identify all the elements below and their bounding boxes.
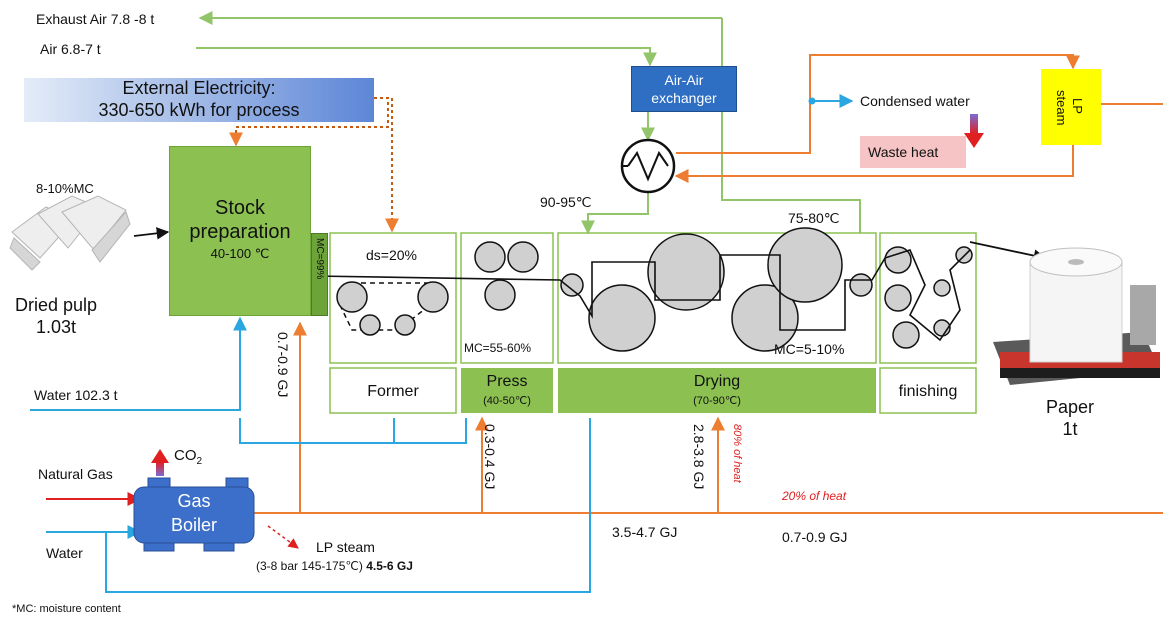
stock-prep-title-2: preparation bbox=[189, 221, 291, 243]
boiler-lp-detail-label: (3-8 bar 145-175℃) 4.5-6 GJ bbox=[256, 560, 413, 572]
press-energy-label: 0.3-0.4 GJ bbox=[482, 424, 498, 490]
paper-name-line2: 1t bbox=[1062, 419, 1078, 439]
condensate-tap-dot bbox=[808, 97, 816, 105]
co2-label: CO2 bbox=[174, 448, 202, 467]
heat-80-label: 80% of heat bbox=[731, 424, 743, 483]
stock-prep-temp: 40-100 ℃ bbox=[210, 246, 270, 261]
drying-label: Drying bbox=[693, 373, 741, 390]
exchanger-line2: exchanger bbox=[651, 90, 717, 106]
former-label: Former bbox=[367, 383, 419, 400]
paper-web-line bbox=[313, 249, 971, 342]
electricity-banner bbox=[24, 78, 374, 122]
temp-90-95: 90-95℃ bbox=[540, 194, 592, 210]
lp-steam-box-line1: LP bbox=[1070, 98, 1085, 114]
water-lines bbox=[30, 94, 854, 593]
natural-gas-label: Natural Gas bbox=[38, 466, 113, 482]
gas-boiler-icon bbox=[133, 477, 255, 552]
waste-heat-box bbox=[860, 136, 966, 168]
press-label-box bbox=[461, 368, 553, 413]
steam-lines bbox=[250, 54, 1163, 514]
paper-roll-icon bbox=[993, 247, 1160, 385]
drying-energy-label: 2.8-3.8 GJ bbox=[691, 424, 707, 490]
temp-75-80: 75-80℃ bbox=[788, 210, 840, 226]
air-in-label: Air 6.8-7 t bbox=[40, 41, 101, 57]
pulp-name-line2: 1.03t bbox=[35, 317, 77, 337]
exhaust-air-label: Exhaust Air 7.8 -8 t bbox=[36, 11, 155, 27]
boiler-line2: Boiler bbox=[170, 515, 218, 535]
waste-heat-label: Waste heat bbox=[868, 144, 939, 160]
waste-heat-down-arrow-icon bbox=[964, 114, 984, 148]
stock-preparation-box bbox=[169, 146, 311, 316]
paper-output-arrow bbox=[969, 241, 1047, 262]
stock-prep-title-1: Stock bbox=[214, 197, 266, 219]
drying-temp-label: (70-90℃) bbox=[693, 395, 741, 407]
heat-20-label: 20% of heat bbox=[782, 489, 847, 503]
drying-cylinders bbox=[560, 227, 873, 352]
electricity-lines bbox=[229, 97, 399, 233]
stock-energy-label: 0.7-0.9 GJ bbox=[275, 332, 291, 398]
boiler-line1: Gas bbox=[177, 491, 211, 511]
water-boiler-label: Water bbox=[46, 545, 83, 561]
mc-tag-label: MC=99% bbox=[314, 238, 325, 280]
former-ds-label: ds=20% bbox=[366, 247, 417, 263]
main-energy-label: 3.5-4.7 GJ bbox=[612, 524, 678, 540]
pulp-mc-label: 8-10%MC bbox=[36, 181, 94, 196]
co2-subscript: 2 bbox=[196, 456, 203, 467]
heat-exchanger-icon bbox=[620, 138, 676, 194]
drying-mc-label: MC=5-10% bbox=[774, 341, 845, 357]
lp-detail-text: (3-8 bar 145-175℃) bbox=[256, 559, 367, 573]
air-air-exchanger-box bbox=[631, 66, 737, 112]
press-label: Press bbox=[486, 373, 528, 390]
pulp-bales-icon bbox=[9, 195, 131, 271]
co2-up-arrow-icon bbox=[151, 449, 169, 476]
paper-name-line1: Paper bbox=[1045, 397, 1095, 417]
finishing-label: finishing bbox=[898, 383, 958, 400]
press-mc-label: MC=55-60% bbox=[464, 341, 532, 355]
pulp-input-arrow bbox=[133, 227, 170, 240]
electricity-line1: External Electricity: bbox=[122, 78, 276, 98]
press-rolls bbox=[474, 241, 539, 311]
co2-main: CO bbox=[174, 447, 197, 464]
press-temp-label: (40-50℃) bbox=[483, 395, 531, 407]
lp-steam-dashed-arrow bbox=[267, 525, 299, 549]
machine-section-frames bbox=[329, 232, 977, 414]
water-in-label: Water 102.3 t bbox=[34, 387, 118, 403]
boiler-lp-steam-label: LP steam bbox=[316, 539, 375, 555]
drying-label-box bbox=[558, 368, 876, 413]
lp-steam-box-line2: steam bbox=[1054, 90, 1069, 126]
exchanger-line1: Air-Air bbox=[664, 72, 704, 88]
footnote: *MC: moisture content bbox=[12, 603, 121, 615]
mc-tag-box bbox=[311, 233, 328, 316]
former-rolls bbox=[336, 281, 449, 336]
condensed-water-label: Condensed water bbox=[860, 93, 970, 109]
lp-total-text: 4.5-6 GJ bbox=[366, 559, 413, 573]
electricity-line2: 330-650 kWh for process bbox=[98, 100, 300, 120]
pulp-name-line1: Dried pulp bbox=[14, 295, 98, 315]
recovered-energy-label: 0.7-0.9 GJ bbox=[782, 529, 848, 545]
lp-steam-box bbox=[1041, 69, 1101, 145]
